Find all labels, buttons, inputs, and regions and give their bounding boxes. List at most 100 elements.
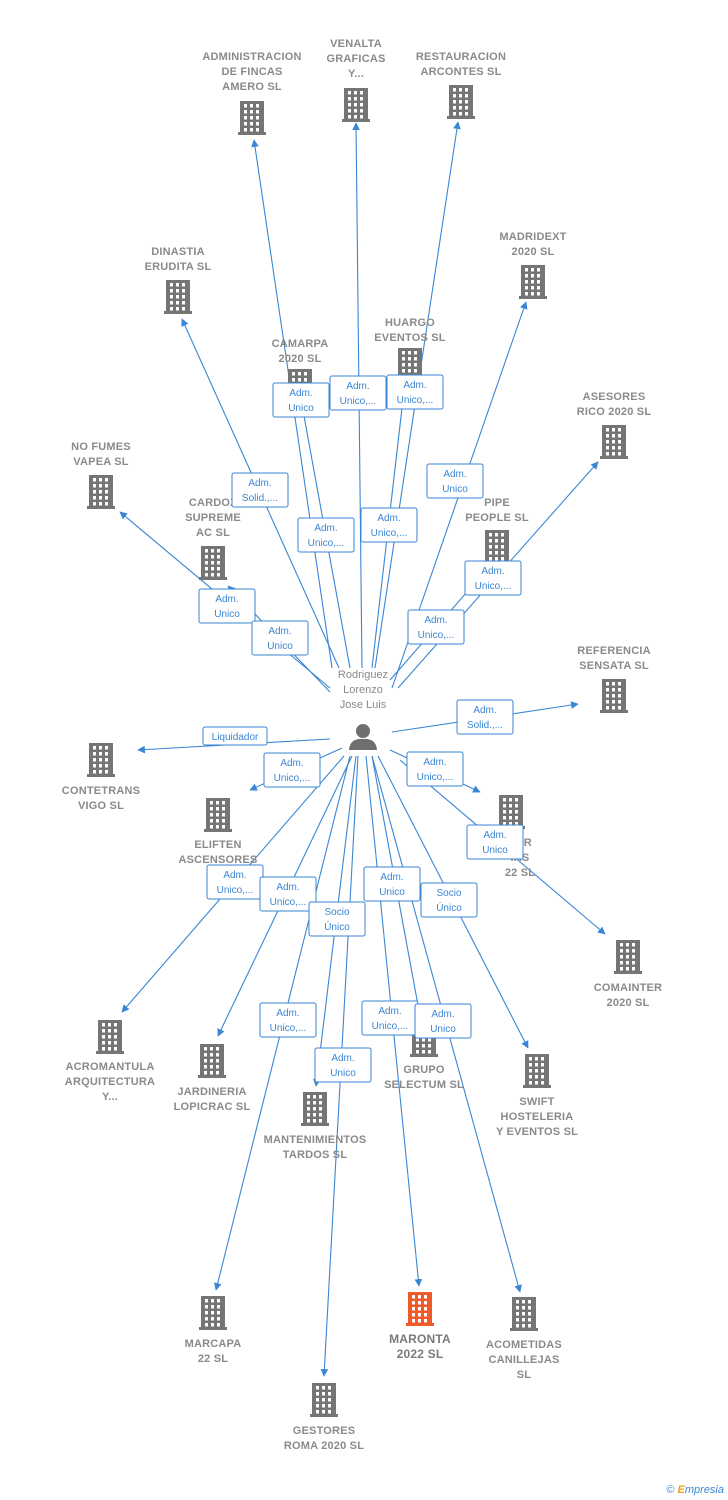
company-name[interactable]: VAPEA SL <box>73 456 128 468</box>
company-node-restauracion[interactable]: RESTAURACION ARCONTES SL <box>416 51 506 119</box>
building-icon[interactable] <box>519 265 547 299</box>
person-name[interactable]: Lorenzo <box>343 684 383 696</box>
company-name[interactable]: Y... <box>102 1091 118 1103</box>
company-name[interactable]: LOPICRAC SL <box>174 1101 251 1113</box>
building-icon[interactable] <box>301 1092 329 1126</box>
company-name[interactable]: MADRIDEXT <box>499 231 566 243</box>
building-icon[interactable] <box>406 1292 434 1326</box>
company-name[interactable]: 22 SL <box>505 867 535 879</box>
company-node-nofumes[interactable]: NO FUMES VAPEA SL <box>71 441 131 509</box>
building-icon[interactable] <box>614 940 642 974</box>
company-name[interactable]: HUARGO <box>385 317 435 329</box>
relation-label-referencia[interactable]: Adm.Solid.,... <box>456 699 514 735</box>
company-node-jardineria[interactable]: JARDINERIA LOPICRAC SL <box>174 1044 251 1113</box>
company-node-pipe[interactable]: PIPE PEOPLE SL <box>465 497 529 564</box>
company-name[interactable]: ERUDITA SL <box>145 261 212 273</box>
relation-label-acromantula[interactable]: Adm.Unico,... <box>206 864 264 900</box>
building-icon[interactable] <box>483 530 511 564</box>
company-name[interactable]: PEOPLE SL <box>465 512 529 524</box>
company-name[interactable]: COMAINTER <box>594 982 662 994</box>
company-name[interactable]: CANILLEJAS <box>488 1354 559 1366</box>
building-icon[interactable] <box>198 1044 226 1078</box>
relation-label-administracion[interactable]: Adm.Solid.,... <box>231 472 289 508</box>
company-name[interactable]: EVENTOS SL <box>374 332 446 344</box>
company-name[interactable]: ARCONTES SL <box>420 66 501 78</box>
company-name[interactable]: CAMARPA <box>272 338 329 350</box>
company-name[interactable]: MANTENIMIENTOS <box>264 1134 367 1146</box>
person-name[interactable]: Jose Luis <box>340 699 387 711</box>
relation-label-cardoz[interactable]: Adm.Unico <box>251 620 309 656</box>
relation-label-huargo[interactable]: Adm.Unico,... <box>360 507 418 543</box>
company-name[interactable]: HOSTELERIA <box>501 1111 574 1123</box>
building-icon[interactable] <box>600 425 628 459</box>
company-name[interactable]: ACROMANTULA <box>66 1061 155 1073</box>
company-name[interactable]: SELECTUM SL <box>384 1079 464 1091</box>
company-name[interactable]: SL <box>517 1369 532 1381</box>
relation-label-comainter[interactable]: Adm.Unico <box>466 824 524 860</box>
company-name[interactable]: DE FINCAS <box>221 66 282 78</box>
company-name[interactable]: AC SL <box>196 527 230 539</box>
company-name[interactable]: VIGO SL <box>78 800 124 812</box>
company-name[interactable]: GRAFICAS <box>326 53 385 65</box>
building-icon[interactable] <box>87 743 115 777</box>
company-name[interactable]: NO FUMES <box>71 441 131 453</box>
building-icon[interactable] <box>164 280 192 314</box>
relation-label-restauracion[interactable]: Adm.Unico,... <box>386 374 444 410</box>
company-node-acometidas[interactable]: ACOMETIDAS CANILLEJAS SL <box>486 1297 562 1381</box>
company-node-dinastia[interactable]: DINASTIA ERUDITA SL <box>145 246 212 314</box>
building-icon[interactable] <box>510 1297 538 1331</box>
company-node-madridext[interactable]: MADRIDEXT 2020 SL <box>499 231 566 299</box>
building-icon[interactable] <box>600 679 628 713</box>
company-name[interactable]: MARCAPA <box>185 1338 242 1350</box>
company-name[interactable]: ACOMETIDAS <box>486 1339 562 1351</box>
company-name[interactable]: DINASTIA <box>151 246 205 258</box>
company-name[interactable]: PIPE <box>484 497 510 509</box>
relation-label-eliften[interactable]: Adm.Unico,... <box>263 752 321 788</box>
building-icon[interactable] <box>199 1296 227 1330</box>
building-icon[interactable] <box>87 475 115 509</box>
company-name[interactable]: TARDOS SL <box>283 1149 348 1161</box>
company-name[interactable]: SWIFT <box>519 1096 554 1108</box>
building-icon[interactable] <box>96 1020 124 1054</box>
company-name[interactable]: SENSATA SL <box>579 660 649 672</box>
company-name[interactable]: RICO 2020 SL <box>577 406 652 418</box>
company-node-ber[interactable]: BERIAS22 SL <box>497 795 535 879</box>
relation-label-contetrans[interactable]: Liquidador <box>202 726 268 746</box>
company-name[interactable]: JARDINERIA <box>177 1086 246 1098</box>
relation-label-dinastia[interactable]: Adm.Unico,... <box>297 517 355 553</box>
company-name[interactable]: ASCENSORES <box>178 854 257 866</box>
company-node-mantenimientos[interactable]: MANTENIMIENTOS TARDOS SL <box>264 1092 367 1161</box>
building-icon[interactable] <box>199 546 227 580</box>
company-node-marcapa[interactable]: MARCAPA 22 SL <box>185 1296 242 1365</box>
company-name[interactable]: CONTETRANS <box>62 785 140 797</box>
building-icon[interactable] <box>342 88 370 122</box>
building-icon[interactable] <box>310 1383 338 1417</box>
relation-label-nofumes[interactable]: Adm.Unico <box>198 588 256 624</box>
relation-label-acometidas[interactable]: Adm.Unico <box>414 1003 472 1039</box>
company-name[interactable]: AMERO SL <box>222 81 282 93</box>
person-name[interactable]: Rodriguez <box>338 669 388 681</box>
person-icon[interactable] <box>349 724 377 750</box>
building-icon[interactable] <box>523 1054 551 1088</box>
company-name[interactable]: RESTAURACION <box>416 51 506 63</box>
relation-label-venalta[interactable]: Adm.Unico,... <box>329 375 387 411</box>
company-name[interactable]: 2020 SL <box>512 246 555 258</box>
company-name[interactable]: GRUPO <box>403 1064 445 1076</box>
relation-label-maronta[interactable]: Adm.Unico,... <box>361 1000 419 1036</box>
company-name[interactable]: ROMA 2020 SL <box>284 1440 364 1452</box>
company-name[interactable]: 2020 SL <box>607 997 650 1009</box>
company-name[interactable]: 2020 SL <box>279 353 322 365</box>
building-icon[interactable] <box>204 798 232 832</box>
company-name[interactable]: CARDOZ <box>189 497 237 509</box>
company-name[interactable]: 22 SL <box>198 1353 228 1365</box>
company-node-comainter[interactable]: COMAINTER 2020 SL <box>594 940 662 1009</box>
company-name[interactable]: ARQUITECTURA <box>65 1076 155 1088</box>
